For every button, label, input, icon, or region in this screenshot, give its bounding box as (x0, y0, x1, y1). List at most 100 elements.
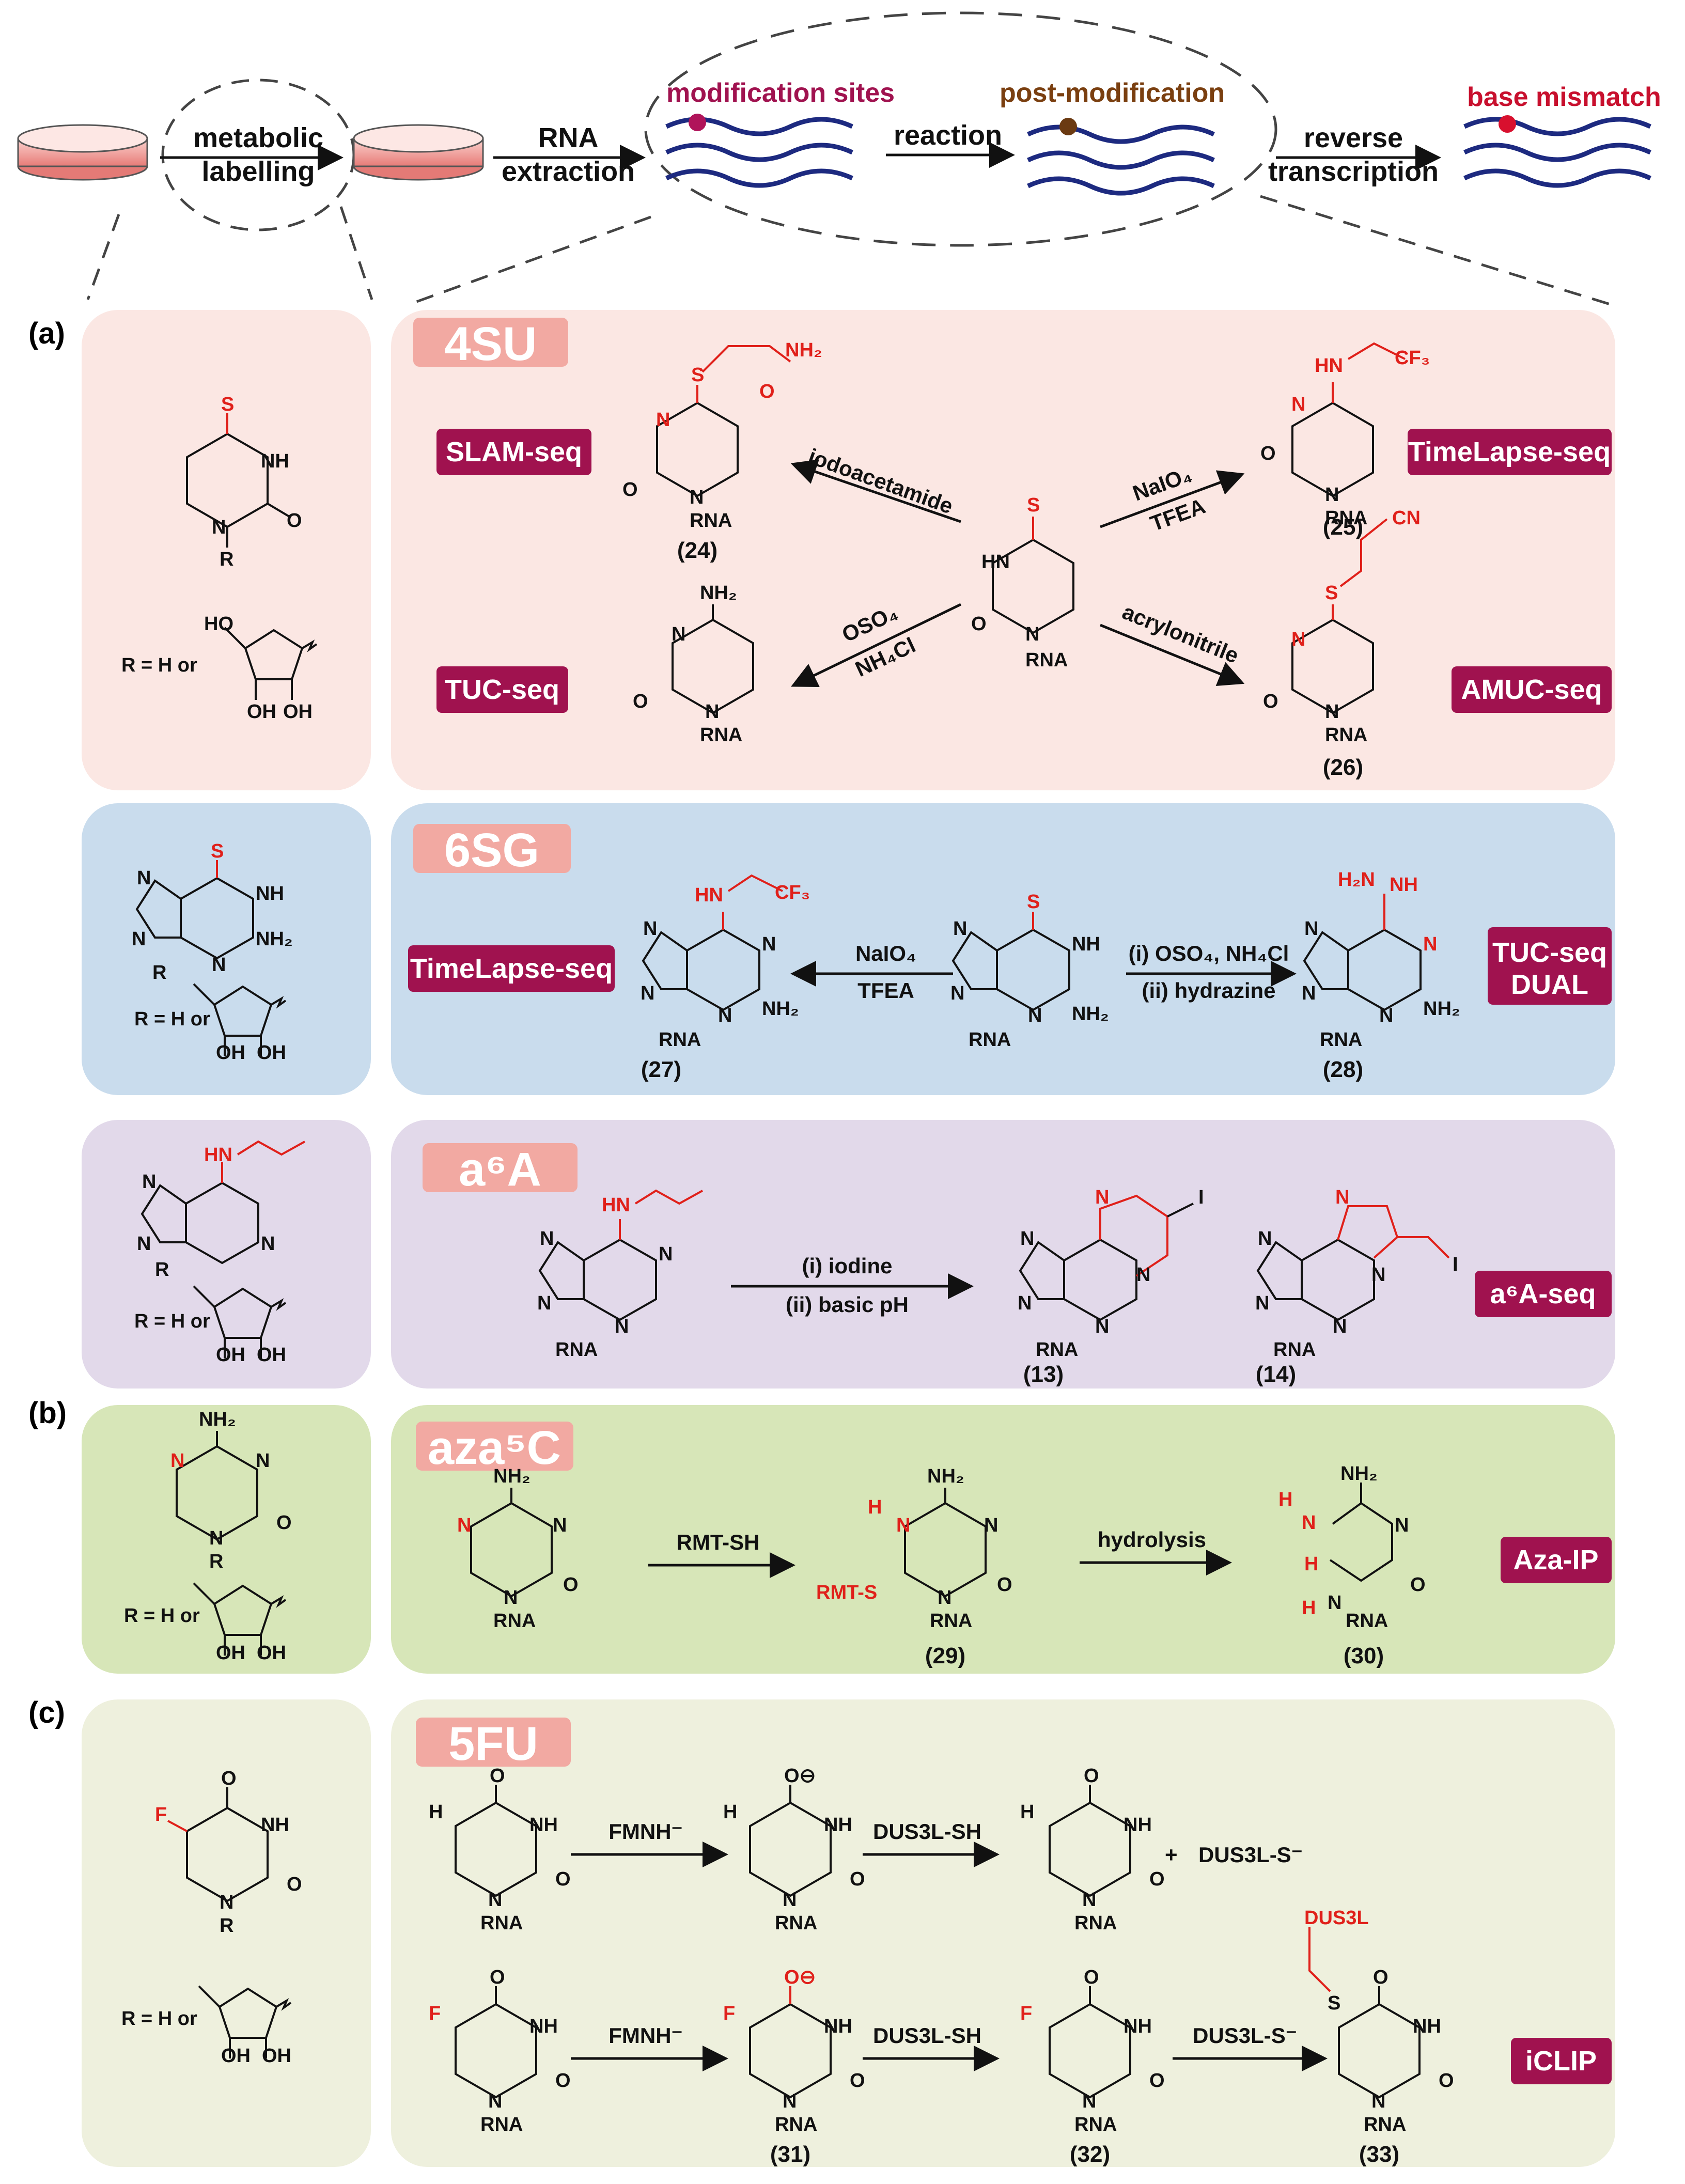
svg-text:5FU: 5FU (448, 1718, 538, 1770)
step-label: metabolic (193, 122, 323, 153)
svg-text:CN: CN (1392, 507, 1421, 529)
svg-text:N: N (1371, 1264, 1385, 1286)
svg-text:NH: NH (261, 450, 289, 472)
svg-text:O: O (221, 1768, 237, 1789)
reagent-dus3l-sh: DUS3L-SH (873, 1819, 981, 1844)
reagent-naio4: NaIO₄ (855, 941, 916, 965)
svg-text:N: N (488, 2091, 502, 2112)
step-label: extraction (502, 156, 635, 187)
reagent-iodine: (i) iodine (802, 1254, 893, 1278)
section-title-6sg: 6SG (413, 824, 571, 877)
svg-text:OH: OH (257, 1042, 286, 1064)
compound-label-14: (14) (1256, 1362, 1296, 1387)
svg-text:I: I (1453, 1254, 1458, 1275)
reagent-dus3l-anion: DUS3L-S⁻ (1193, 2023, 1297, 2048)
r-group-label: R = H or (121, 2008, 197, 2030)
svg-text:N: N (718, 1005, 732, 1026)
svg-text:TUC-seq: TUC-seq (445, 674, 559, 705)
svg-text:NH: NH (261, 1814, 289, 1836)
svg-text:N: N (1025, 623, 1039, 645)
structure-compound-26: S CN N O N RNA (1263, 507, 1421, 746)
svg-text:F: F (155, 1804, 167, 1826)
svg-text:NH: NH (824, 2016, 852, 2037)
rna-strands-icon (1027, 124, 1215, 196)
svg-text:O: O (1149, 1868, 1165, 1890)
svg-text:NH: NH (1390, 874, 1418, 896)
svg-text:CF₃: CF₃ (775, 882, 810, 903)
svg-text:N: N (1255, 1292, 1269, 1314)
svg-text:N: N (1379, 1005, 1393, 1026)
svg-text:RNA: RNA (1074, 1912, 1117, 1934)
compound-label-26: (26) (1323, 755, 1363, 780)
svg-text:aza⁵C: aza⁵C (428, 1422, 561, 1474)
svg-text:RNA: RNA (1364, 2114, 1406, 2135)
svg-text:N: N (705, 701, 719, 723)
svg-text:NH₂: NH₂ (927, 1465, 964, 1487)
compound-label-27: (27) (641, 1057, 681, 1082)
structure-enolate-row1: O⊖ NH O H N RNA (723, 1765, 865, 1934)
svg-text:O: O (1373, 1967, 1388, 1988)
reagent-fmnh: FMNH⁻ (609, 1819, 682, 1844)
svg-text:N: N (1302, 1512, 1316, 1534)
svg-text:NH₂: NH₂ (256, 928, 293, 950)
structure-6-thioguanosine: S NH NH₂ N N N R OH OH (132, 840, 293, 1064)
svg-text:HO: HO (204, 613, 233, 635)
panel-label-b: (b) (28, 1396, 67, 1430)
svg-text:N: N (1258, 1228, 1272, 1250)
svg-text:N: N (690, 487, 704, 508)
r-group-label: R = H or (124, 1605, 200, 1627)
reagent-hydrolysis: hydrolysis (1098, 1527, 1206, 1552)
step-label: labelling (201, 156, 315, 187)
svg-text:HN: HN (602, 1194, 630, 1216)
svg-text:O⊖: O⊖ (784, 1967, 816, 1988)
svg-text:N: N (261, 1233, 275, 1255)
svg-text:N: N (504, 1587, 518, 1609)
svg-text:N: N (615, 1316, 629, 1337)
plus-sign: + (1165, 1843, 1178, 1867)
svg-text:N: N (488, 1889, 502, 1911)
step-label: reverse (1304, 122, 1403, 153)
svg-text:R: R (155, 1259, 169, 1281)
svg-text:OH: OH (262, 2045, 291, 2067)
precursor-box-6sg (82, 803, 371, 1095)
structure-compound-13: I N N N N N RNA (1018, 1187, 1204, 1361)
petri-dish-icon (17, 124, 148, 181)
svg-text:N: N (132, 928, 146, 950)
svg-text:Aza-IP: Aza-IP (1513, 1545, 1598, 1575)
structure-aza-reactant: NH₂ N N O N RNA (457, 1465, 579, 1632)
step-label: transcription (1268, 156, 1439, 187)
structure-4su-center: S HN O N RNA (971, 494, 1074, 671)
section-title-a6a: a⁶A (423, 1143, 578, 1196)
structure-5fu-row2: O NH O F N RNA (429, 1967, 571, 2135)
svg-text:RNA: RNA (1273, 1339, 1316, 1361)
svg-text:RNA: RNA (1025, 649, 1068, 671)
svg-text:RNA: RNA (1325, 724, 1367, 746)
panel-label-a: (a) (28, 317, 65, 350)
dus3l-anion: DUS3L-S⁻ (1198, 1843, 1303, 1867)
svg-text:O: O (490, 1765, 505, 1787)
svg-text:NH₂: NH₂ (785, 339, 822, 361)
structure-a6a-reactant: HN N N N N RNA (537, 1189, 703, 1361)
svg-text:iCLIP: iCLIP (1525, 2046, 1597, 2077)
compound-label-30: (30) (1344, 1643, 1384, 1668)
svg-text:N: N (1018, 1292, 1032, 1314)
r-group-label: R = H or (134, 1008, 210, 1030)
svg-text:O: O (1410, 1574, 1426, 1596)
svg-text:N: N (1325, 701, 1339, 723)
svg-text:F: F (429, 2003, 441, 2024)
svg-text:H₂N: H₂N (1338, 869, 1375, 891)
svg-text:S: S (211, 840, 224, 862)
svg-text:R: R (152, 962, 166, 984)
svg-text:S: S (1328, 1992, 1340, 2014)
svg-text:N: N (212, 954, 226, 976)
svg-text:N: N (1325, 484, 1339, 506)
svg-text:N: N (1020, 1228, 1034, 1250)
svg-text:N: N (256, 1450, 270, 1472)
svg-text:N: N (1302, 982, 1316, 1004)
post-modification-dot (1059, 118, 1077, 135)
reagent-fmnh: FMNH⁻ (609, 2023, 682, 2048)
precursor-box-aza (82, 1405, 371, 1674)
svg-text:N: N (659, 1243, 673, 1265)
structure-compound-31: O⊖ NH O F N RNA (723, 1967, 865, 2135)
svg-text:R: R (220, 1915, 233, 1937)
